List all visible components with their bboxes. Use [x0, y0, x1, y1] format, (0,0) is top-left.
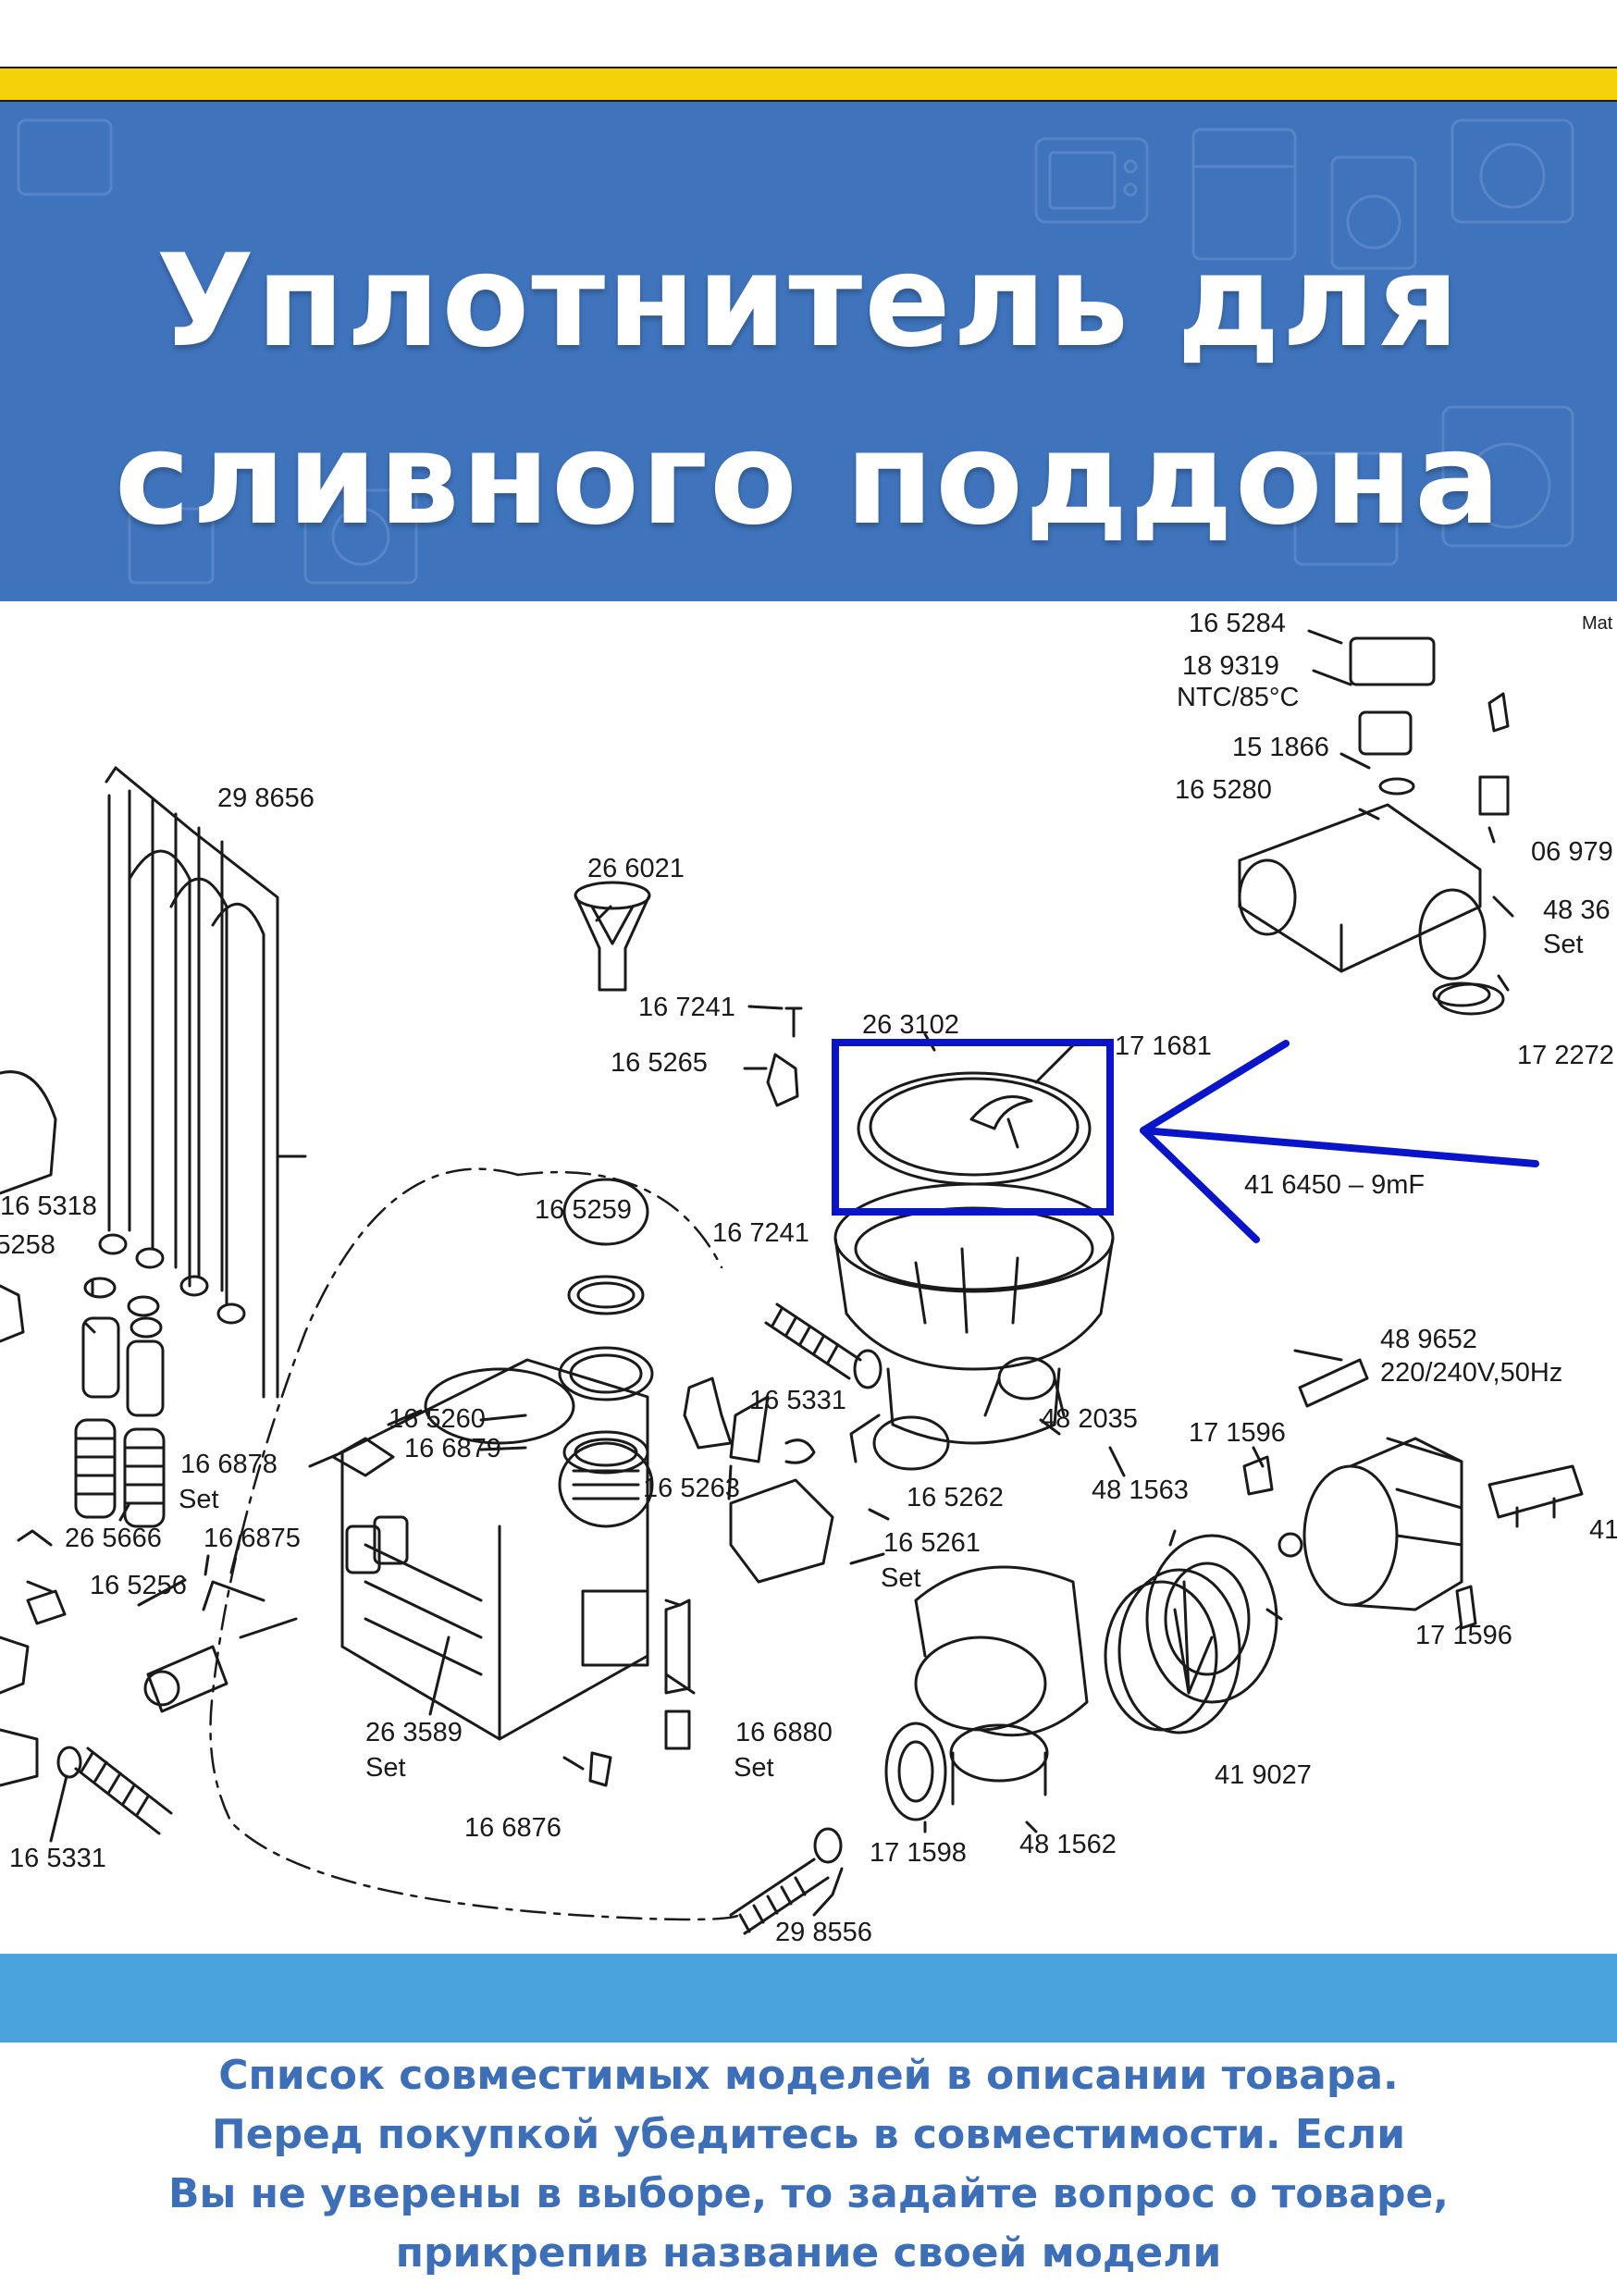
- highlight-markup: [832, 1039, 1539, 1243]
- part-label: 26 6021: [587, 854, 685, 883]
- highlight-arrow: [1140, 1127, 1539, 1167]
- water-valve-block: [1238, 636, 1510, 1016]
- spring-set: [74, 1418, 166, 1528]
- funnel: [574, 881, 651, 992]
- part-label: 16 6879: [404, 1434, 501, 1463]
- note-line-1: Список совместимых моделей в описании то…: [218, 2052, 1399, 2099]
- part-label: 16 5256: [90, 1571, 187, 1600]
- note-line-4: прикрепив название своей модели: [395, 2229, 1222, 2277]
- part-label: 48 1562: [1019, 1830, 1117, 1859]
- part-label: 220/240V,50Hz: [1380, 1358, 1562, 1388]
- part-label: 41 9027: [1215, 1760, 1312, 1790]
- sump-seal-ring: [857, 1071, 1092, 1186]
- arrow-head-icon: [1140, 1040, 1290, 1243]
- part-label: 29 8656: [217, 784, 315, 813]
- title-banner: Уплотнитель для сливного поддона: [0, 102, 1617, 601]
- part-label: 16 7241: [638, 993, 735, 1022]
- part-label: 18 9319: [1182, 651, 1279, 681]
- appliance-pattern-icon: [17, 118, 1574, 585]
- note-line-2: Перед покупкой убедитесь в совместимости…: [211, 2111, 1406, 2158]
- yellow-accent-bar: [0, 67, 1617, 102]
- part-label: 48 36: [1543, 895, 1611, 925]
- part-label: 16 5258: [0, 1230, 56, 1260]
- part-label: 16 5265: [611, 1048, 708, 1078]
- part-label: Mat: [1582, 613, 1613, 634]
- water-softener-container: [340, 1358, 654, 1741]
- dishwasher-parts-diagram: 16 5284 Mat 18 9319 NTC/85°C 15 1866 16 …: [0, 609, 1617, 1947]
- note-line-3: Вы не уверены в выборе, то задайте вопро…: [167, 2170, 1450, 2217]
- heating-element: [98, 766, 307, 1399]
- part-label: 16 5284: [1189, 609, 1286, 638]
- blue-divider-band: [0, 1954, 1617, 2043]
- part-label: 16 6876: [464, 1813, 562, 1843]
- part-label: 16 6878: [180, 1450, 278, 1479]
- part-label: 16 5263: [643, 1474, 740, 1503]
- part-label: Set: [881, 1563, 921, 1593]
- circulation-pump: [884, 1565, 1089, 1821]
- part-label: 16 5331: [749, 1386, 846, 1415]
- part-label: 17 2272: [1517, 1041, 1614, 1070]
- part-label: Set: [1543, 930, 1584, 959]
- part-label: Set: [734, 1753, 774, 1783]
- part-label: 26 3589: [365, 1718, 463, 1747]
- part-label: 17 1596: [1189, 1418, 1286, 1448]
- part-label: 17 1598: [870, 1838, 967, 1868]
- part-label: 26 3102: [862, 1010, 959, 1040]
- part-label: 16 6880: [735, 1718, 833, 1747]
- part-label: 41: [1589, 1515, 1617, 1545]
- part-label: 16 5280: [1175, 775, 1272, 805]
- pump-motor: [1302, 1437, 1463, 1611]
- hose-parts: [56, 1302, 950, 1935]
- part-label: 26 5666: [65, 1524, 162, 1553]
- top-strip: [0, 0, 1617, 67]
- part-label: 17 1681: [1115, 1031, 1212, 1061]
- compatibility-note: Список совместимых моделей в описании то…: [37, 2046, 1580, 2283]
- part-label: NTC/85°C: [1177, 683, 1299, 712]
- highlight-box: [832, 1039, 1114, 1216]
- part-label: 16 7241: [712, 1218, 809, 1248]
- part-label: 16 5261: [883, 1528, 981, 1558]
- part-label: 16 5331: [9, 1844, 106, 1873]
- title-line-2: сливного поддона: [114, 404, 1503, 553]
- part-label: 29 8556: [775, 1918, 872, 1947]
- part-label: 06 979: [1531, 837, 1613, 867]
- part-label: 48 9652: [1380, 1325, 1477, 1354]
- heater-pump: [1104, 1532, 1303, 1734]
- title-line-1: Уплотнитель для: [155, 227, 1462, 376]
- part-label: 41 6450 – 9mF: [1244, 1170, 1425, 1200]
- part-label: Set: [179, 1485, 219, 1514]
- part-label: 16 6875: [204, 1524, 301, 1553]
- part-label: Set: [365, 1753, 406, 1783]
- part-label: 16 5262: [907, 1483, 1004, 1512]
- part-label: 16 5259: [535, 1195, 632, 1225]
- part-label: 15 1866: [1232, 733, 1329, 762]
- part-label: 16 5318: [0, 1191, 97, 1221]
- page-title: Уплотнитель для сливного поддона: [0, 213, 1617, 568]
- part-label: 17 1596: [1415, 1621, 1512, 1650]
- part-label: 16 5260: [389, 1404, 486, 1434]
- footer: [0, 2043, 1617, 2296]
- part-label: 48 1563: [1092, 1475, 1189, 1505]
- part-label: 48 2035: [1041, 1404, 1138, 1434]
